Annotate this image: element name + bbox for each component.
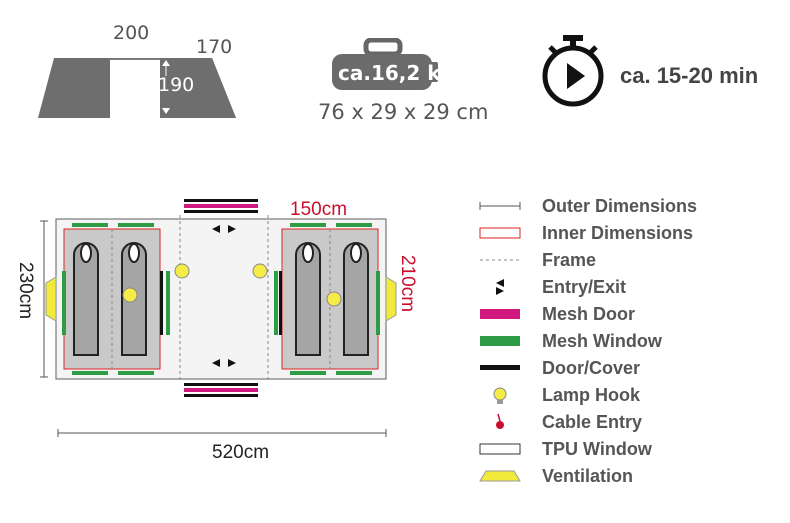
legend-label: Door/Cover bbox=[542, 357, 641, 378]
legend-label: Ventilation bbox=[542, 465, 634, 486]
stopwatch-icon bbox=[540, 33, 606, 107]
floor-plan bbox=[0, 185, 470, 475]
lamp-hook-icon bbox=[478, 385, 522, 405]
tent-width-label: 200 bbox=[113, 22, 150, 44]
ventilation-icon bbox=[478, 466, 522, 486]
door-cover-icon bbox=[478, 358, 522, 378]
legend-frame: Frame bbox=[478, 247, 596, 273]
floor-plan-drawing bbox=[40, 199, 397, 437]
entry-exit-icon bbox=[478, 277, 522, 297]
legend-label: TPU Window bbox=[542, 438, 652, 459]
legend-label: Mesh Door bbox=[542, 303, 636, 324]
mesh-window-icon bbox=[478, 331, 522, 351]
legend-label: Outer Dimensions bbox=[542, 195, 698, 216]
inner-depth-label: 210cm bbox=[397, 255, 418, 313]
legend-tpu-window: TPU Window bbox=[478, 436, 652, 462]
inner-dimensions-icon bbox=[478, 223, 522, 243]
legend-label: Mesh Window bbox=[542, 330, 662, 351]
legend-label: Entry/Exit bbox=[542, 276, 627, 297]
bag-icon bbox=[330, 37, 440, 92]
pack-size-label: 76 x 29 x 29 cm bbox=[318, 100, 489, 124]
legend-label: Frame bbox=[542, 249, 597, 270]
legend-lamp-hook: Lamp Hook bbox=[478, 382, 640, 408]
tpu-window-icon bbox=[478, 439, 522, 459]
tent-profile bbox=[30, 40, 240, 122]
legend-entry-exit: Entry/Exit bbox=[478, 274, 626, 300]
mesh-door-icon bbox=[478, 304, 522, 324]
legend-mesh-door: Mesh Door bbox=[478, 301, 635, 327]
legend-mesh-window: Mesh Window bbox=[478, 328, 662, 354]
tent-side-label: 170 bbox=[196, 36, 233, 58]
outer-length-label: 520cm bbox=[212, 442, 270, 463]
legend-door-cover: Door/Cover bbox=[478, 355, 640, 381]
legend-outer-dimensions: Outer Dimensions bbox=[478, 193, 697, 219]
outer-depth-label: 230cm bbox=[15, 262, 36, 320]
outer-dimensions-icon bbox=[478, 196, 522, 216]
legend-label: Cable Entry bbox=[542, 411, 643, 432]
legend-inner-dimensions: Inner Dimensions bbox=[478, 220, 693, 246]
legend-label: Inner Dimensions bbox=[542, 222, 694, 243]
tent-height-label: 190 bbox=[158, 74, 195, 96]
inner-width-label: 150cm bbox=[290, 199, 348, 220]
frame-icon bbox=[478, 250, 522, 270]
legend-label: Lamp Hook bbox=[542, 384, 641, 405]
weight-label: ca.16,2 kg bbox=[338, 61, 455, 85]
setup-time-label: ca. 15-20 min bbox=[620, 63, 759, 88]
cable-entry-icon bbox=[478, 412, 522, 432]
legend-cable-entry: Cable Entry bbox=[478, 409, 642, 435]
tent-profile-icon bbox=[38, 58, 236, 118]
legend-ventilation: Ventilation bbox=[478, 463, 633, 489]
